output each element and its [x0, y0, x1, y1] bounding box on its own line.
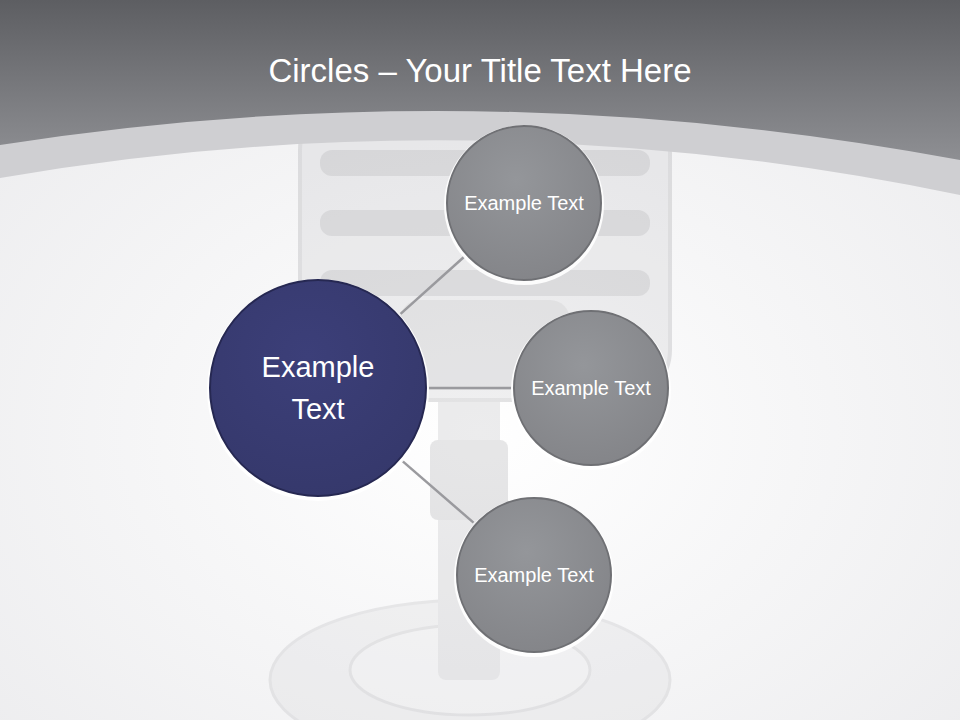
- item-circle: Example Text: [510, 307, 672, 469]
- circle-label: Example Text: [464, 189, 584, 218]
- connector-line: [429, 387, 511, 390]
- slide-title: Circles – Your Title Text Here: [0, 52, 960, 90]
- header-band: [0, 0, 960, 160]
- circle-shape: [206, 276, 430, 500]
- item-circle: Example Text: [453, 494, 615, 656]
- item-circle: Example Text: [443, 122, 605, 284]
- connector-line: [402, 461, 474, 523]
- connector-line: [401, 256, 465, 313]
- main-circle: Example Text: [206, 276, 430, 500]
- circle-label: Example Text: [233, 346, 403, 430]
- circle-label: Example Text: [531, 374, 651, 403]
- circle-label: Example Text: [474, 561, 594, 590]
